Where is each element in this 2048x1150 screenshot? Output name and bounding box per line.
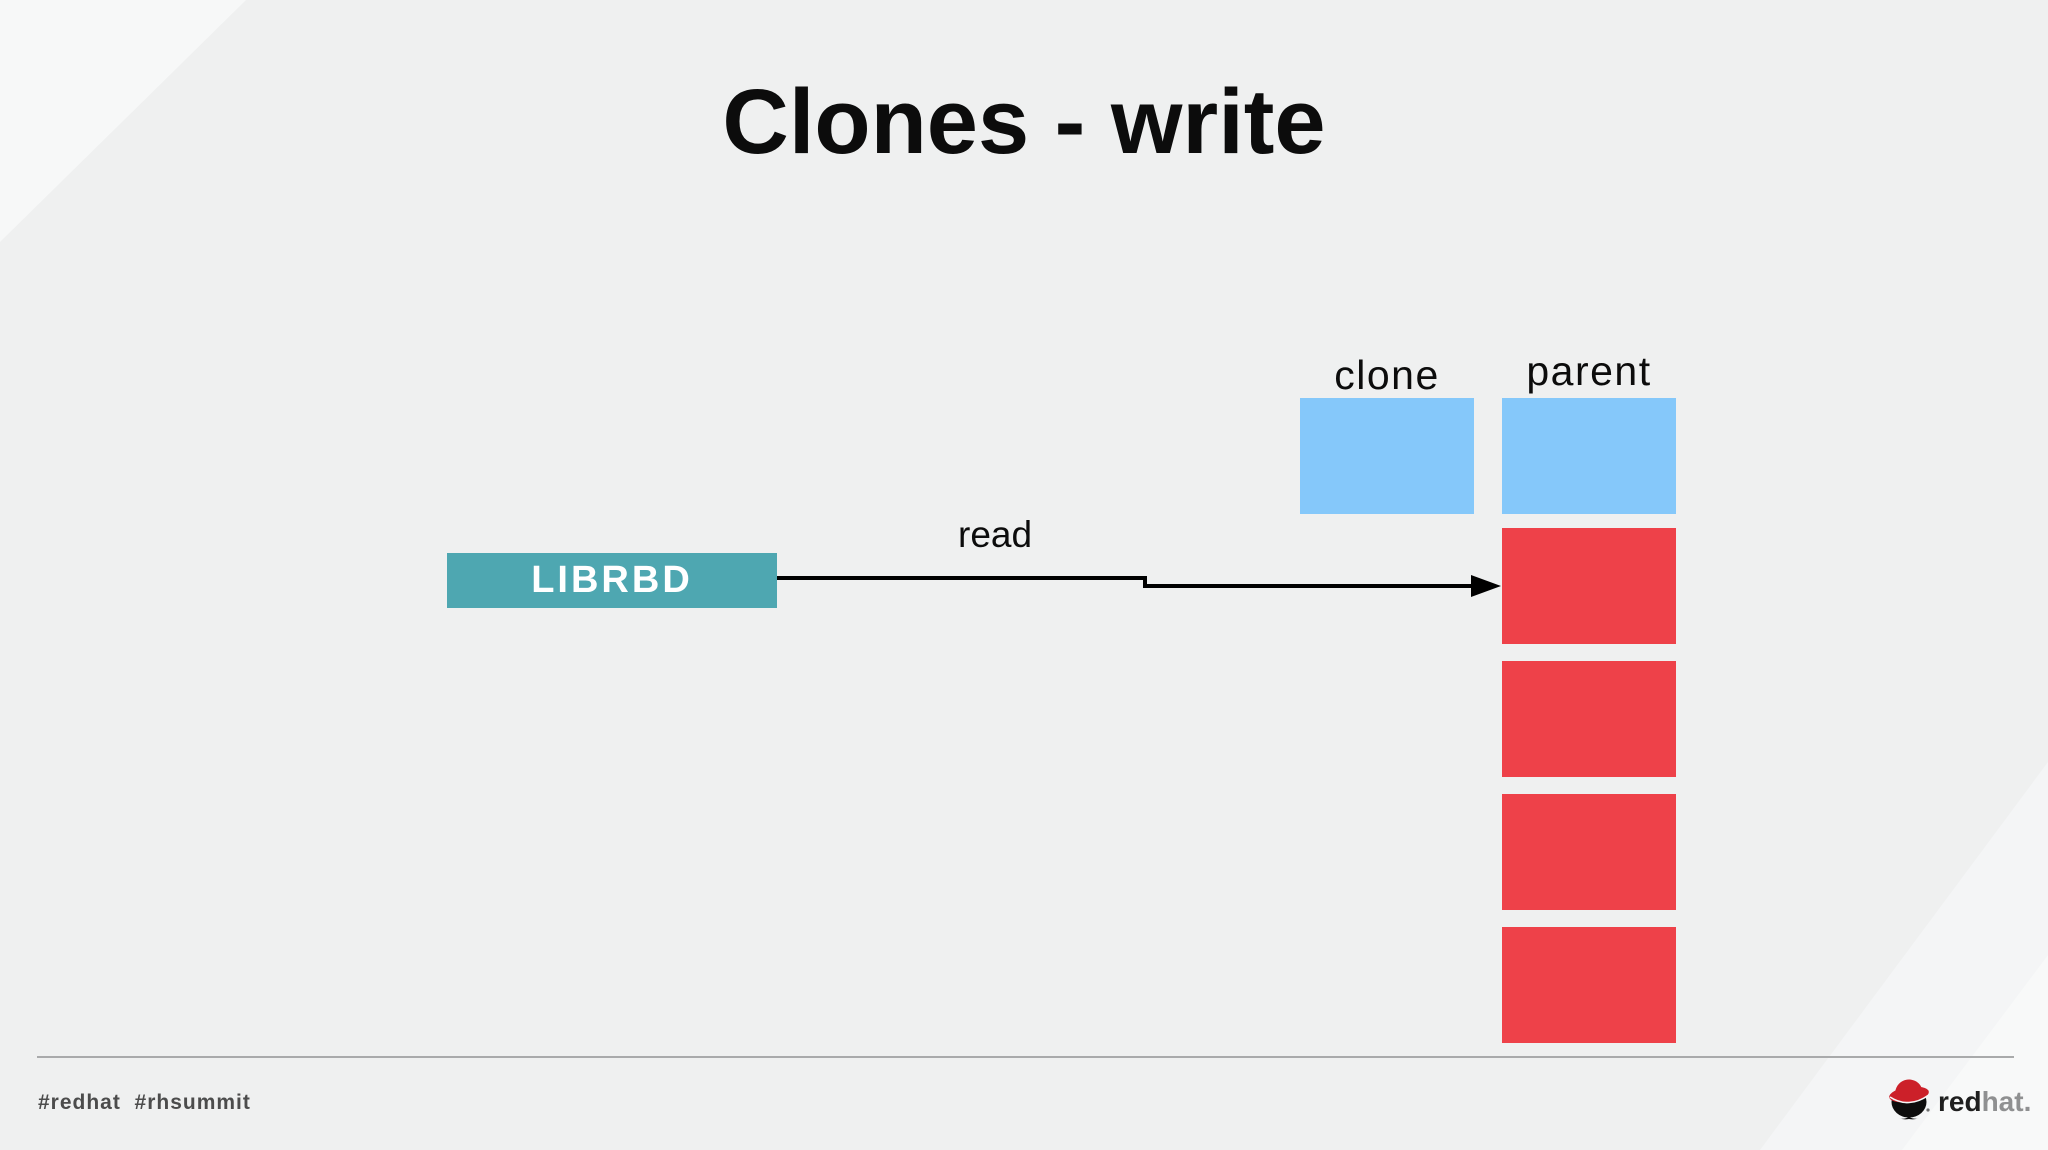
parent-object-block-red [1502,661,1676,777]
parent-object-block-red [1502,794,1676,910]
librbd-node-label: LIBRBD [531,559,693,601]
logo-text-period: . [2023,1086,2032,1117]
redhat-shadowman-icon [1889,1079,1930,1120]
read-arrow-label: read [958,514,1033,555]
redhat-logo: redhat. [1884,1076,2031,1122]
parent-object-block-blue [1502,398,1676,514]
parent-object-stack [1502,528,1676,1060]
footer-divider [37,1056,2014,1058]
slide-title: Clones - write [722,71,1326,173]
redhat-wordmark: redhat. [1938,1088,2031,1122]
footer-hashtags: #redhat #rhsummit [38,1091,251,1114]
logo-text-hat: hat [1981,1086,2024,1117]
clone-column-label: clone [1334,352,1440,398]
clone-object-block [1300,398,1474,514]
parent-column-label: parent [1526,348,1652,394]
librbd-node: LIBRBD [447,553,777,608]
parent-object-block-red [1502,927,1676,1043]
logo-text-red: red [1938,1086,1982,1117]
parent-object-block-red [1502,528,1676,644]
